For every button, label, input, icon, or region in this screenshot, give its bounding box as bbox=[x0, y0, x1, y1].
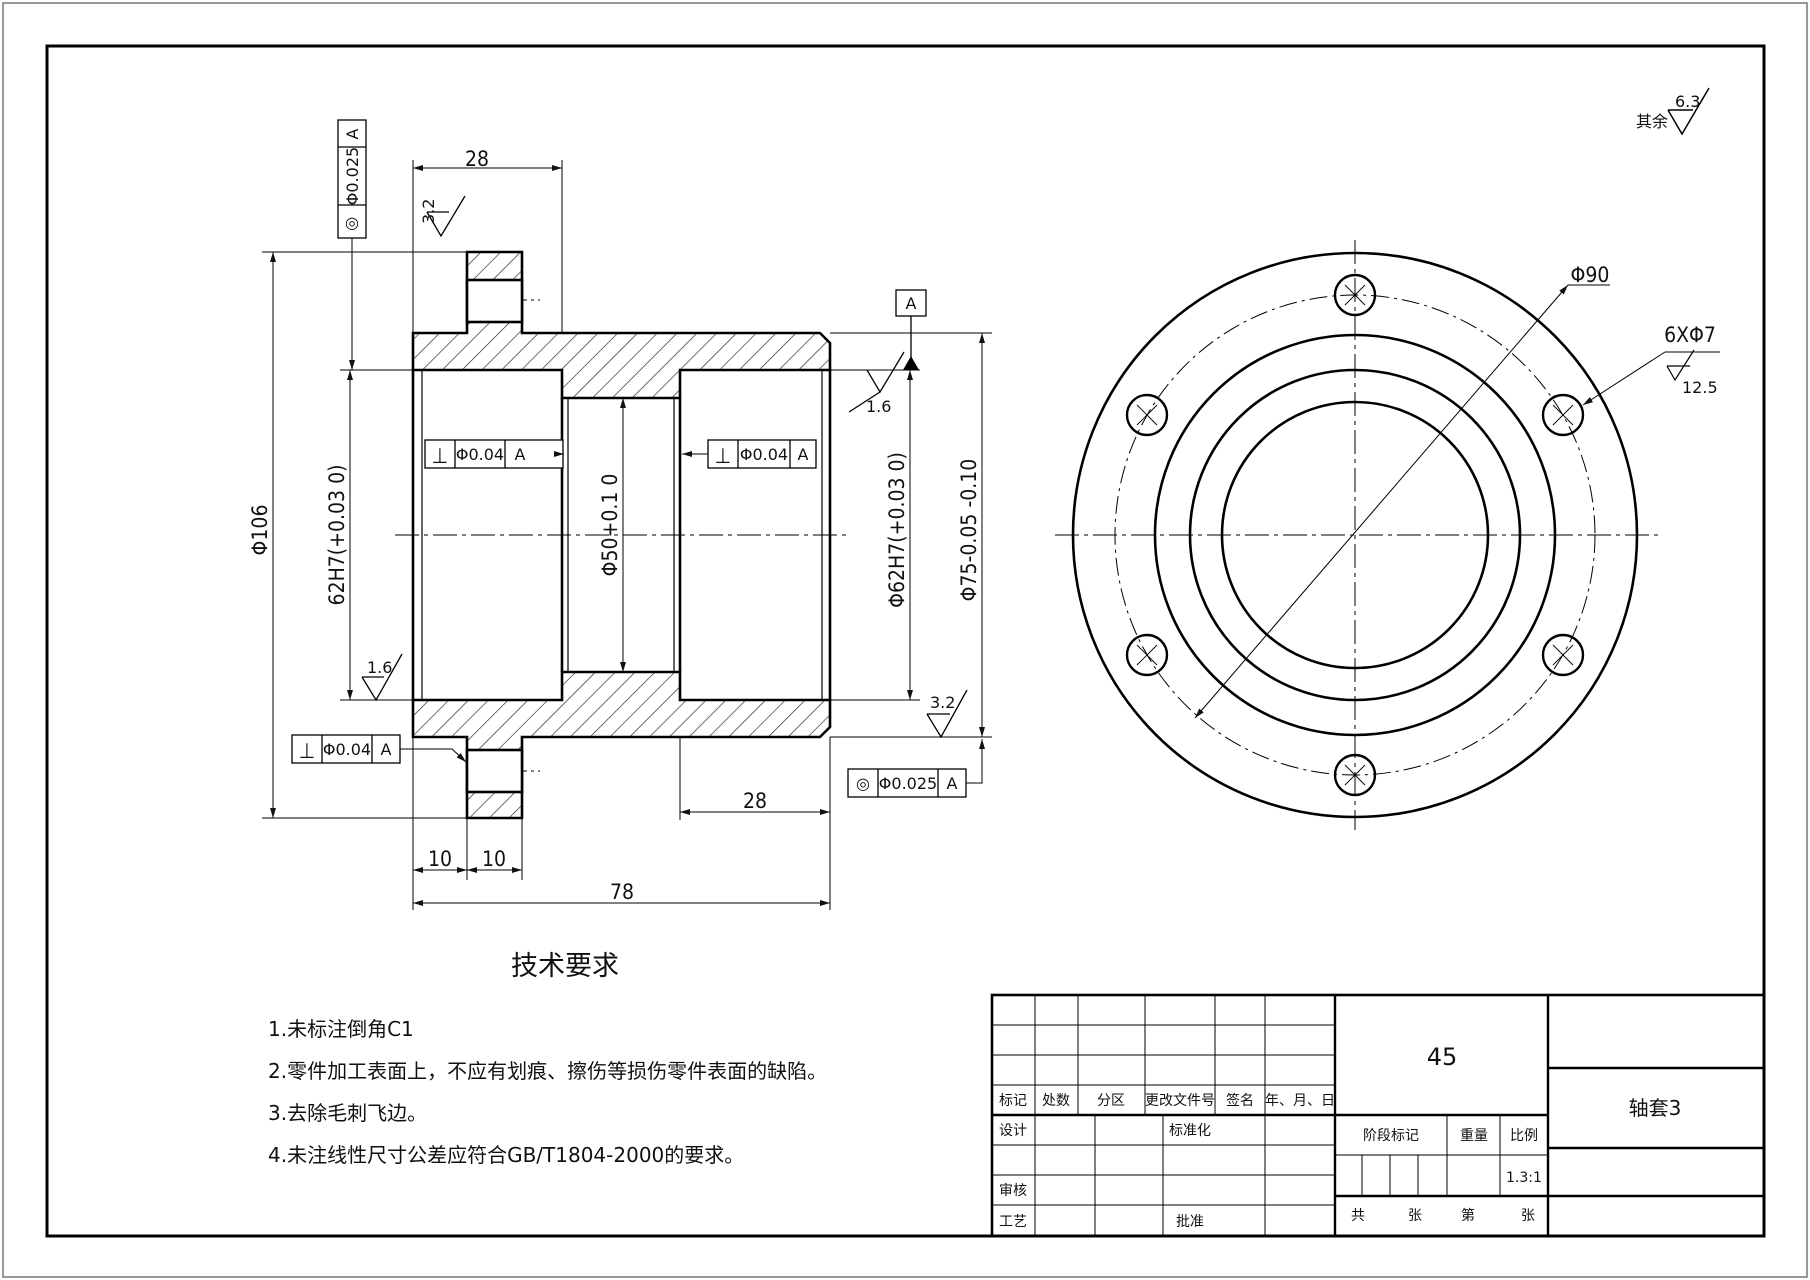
dim-78: 78 bbox=[610, 880, 634, 904]
fcf-concentric-bottom: ◎ Φ0.025 A bbox=[847, 739, 985, 798]
requirement-1: 1.未标注倒角C1 bbox=[268, 1017, 414, 1041]
tb-material: 45 bbox=[1427, 1043, 1458, 1071]
fcf-top-value: Φ0.025 bbox=[343, 147, 362, 205]
requirement-4: 4.未注线性尺寸公差应符合GB/T1804-2000的要求。 bbox=[268, 1143, 744, 1167]
tb-sheet-no: 第 bbox=[1461, 1207, 1475, 1224]
roughness-symbol bbox=[1667, 87, 1710, 136]
tb-design: 设计 bbox=[999, 1123, 1027, 1139]
fcf-left-value: Φ0.04 bbox=[456, 445, 504, 464]
flange-outline bbox=[1071, 251, 1639, 819]
dim-holes-roughness: 12.5 bbox=[1682, 378, 1718, 397]
fcf-perp-right: ⊥ Φ0.04 A bbox=[682, 439, 817, 469]
dim-28-top: 28 bbox=[465, 147, 489, 171]
roughness-note-value: 6.3 bbox=[1675, 92, 1700, 111]
dim-holes: 6XΦ7 bbox=[1664, 323, 1716, 347]
tb-approve: 批准 bbox=[1176, 1214, 1204, 1230]
tb-header-doc: 更改文件号 bbox=[1145, 1093, 1215, 1109]
requirement-3: 3.去除毛刺飞边。 bbox=[268, 1101, 427, 1125]
fcf-top-datum: A bbox=[343, 128, 362, 139]
dim-10-a: 10 bbox=[428, 847, 452, 871]
surface-roughness-note: 其余 6.3 bbox=[1636, 87, 1710, 136]
tb-sheets2: 张 bbox=[1521, 1208, 1535, 1224]
fcf-bottom-value: Φ0.04 bbox=[323, 740, 371, 759]
technical-requirements: 技术要求 1.未标注倒角C1 2.零件加工表面上，不应有划痕、擦伤等损伤零件表面… bbox=[268, 951, 827, 1167]
tb-review: 审核 bbox=[999, 1183, 1027, 1199]
tb-header-count: 处数 bbox=[1042, 1093, 1070, 1109]
end-view bbox=[1055, 240, 1720, 830]
fcf-right-value: Φ0.04 bbox=[740, 445, 788, 464]
tb-header-sign: 签名 bbox=[1226, 1092, 1254, 1109]
top-wall-section bbox=[411, 250, 832, 400]
roughness-values: 3.2 1.6 1.6 3.2 bbox=[367, 199, 955, 712]
fcf-right-datum: A bbox=[798, 445, 809, 464]
dim-28-bottom: 28 bbox=[743, 789, 767, 813]
fcf-right-symbol: ⊥ bbox=[715, 444, 731, 468]
tb-part-name: 轴套3 bbox=[1629, 1096, 1682, 1120]
datum-a: A bbox=[895, 289, 927, 370]
fcf-perp-left: ⊥ Φ0.04 A bbox=[424, 439, 564, 469]
tb-scale-label: 比例 bbox=[1510, 1128, 1538, 1144]
dim-10-b: 10 bbox=[482, 847, 506, 871]
fcf-bottom2-value: Φ0.025 bbox=[879, 774, 937, 793]
fcf-left-symbol: ⊥ bbox=[432, 444, 448, 468]
dim-bore-left: 62H7(+0.03 0) bbox=[325, 465, 349, 606]
requirement-2: 2.零件加工表面上，不应有划痕、擦伤等损伤零件表面的缺陷。 bbox=[268, 1059, 827, 1083]
roughness-right-bore: 1.6 bbox=[866, 397, 891, 416]
roughness-right-outer: 3.2 bbox=[930, 693, 955, 712]
tb-scale-value: 1.3:1 bbox=[1506, 1170, 1542, 1186]
tb-header-mark: 标记 bbox=[999, 1093, 1027, 1109]
inner-border bbox=[45, 44, 1766, 1238]
roughness-note-label: 其余 bbox=[1636, 112, 1668, 131]
fcf-bottom-symbol: ⊥ bbox=[299, 739, 315, 763]
roughness-left-bore: 1.6 bbox=[367, 658, 392, 677]
fcf-left-datum: A bbox=[515, 445, 526, 464]
bottom-wall-section bbox=[411, 670, 832, 820]
title-block bbox=[990, 993, 1766, 1238]
section-view bbox=[395, 250, 850, 820]
tb-sheets: 张 bbox=[1408, 1208, 1422, 1224]
section-dimension-text: 28 28 10 10 78 Φ106 62H7(+0.03 0) Φ50+0.… bbox=[248, 147, 981, 904]
dim-pcd-90: Φ90 bbox=[1571, 263, 1610, 287]
tb-standardize: 标准化 bbox=[1169, 1123, 1211, 1139]
title-block-text: 标记 处数 分区 更改文件号 签名 年、月、日 设计 标准化 审核 工艺 批准 … bbox=[999, 1043, 1681, 1230]
tb-stage-mark: 阶段标记 bbox=[1363, 1128, 1419, 1144]
dim-outer-75: Φ75-0.05 -0.10 bbox=[957, 459, 981, 602]
end-view-text: Φ90 6XΦ7 12.5 bbox=[1571, 263, 1718, 397]
roughness-symbols bbox=[361, 195, 968, 739]
dim-dia-106: Φ106 bbox=[248, 505, 272, 556]
fcf-top-symbol: ◎ bbox=[345, 213, 359, 232]
roughness-flange-top: 3.2 bbox=[419, 199, 438, 224]
fcf-bottom-datum: A bbox=[381, 740, 392, 759]
tb-header-date: 年、月、日 bbox=[1265, 1093, 1335, 1109]
fcf-bottom2-symbol: ◎ bbox=[856, 774, 870, 793]
tb-weight: 重量 bbox=[1460, 1128, 1488, 1144]
requirements-title: 技术要求 bbox=[511, 951, 619, 982]
fcf-concentric-top: ◎ Φ0.025 A bbox=[337, 119, 367, 370]
tb-process: 工艺 bbox=[999, 1214, 1027, 1230]
fcf-perp-bottom: ⊥ Φ0.04 A bbox=[291, 734, 467, 764]
datum-label: A bbox=[906, 294, 917, 313]
section-dimensions bbox=[262, 160, 992, 910]
tb-header-zone: 分区 bbox=[1097, 1093, 1125, 1109]
dim-bore-mid: Φ50+0.1 0 bbox=[598, 474, 622, 577]
tb-total: 共 bbox=[1351, 1208, 1365, 1224]
dim-bore-right: Φ62H7(+0.03 0) bbox=[885, 452, 909, 608]
fcf-bottom2-datum: A bbox=[947, 774, 958, 793]
